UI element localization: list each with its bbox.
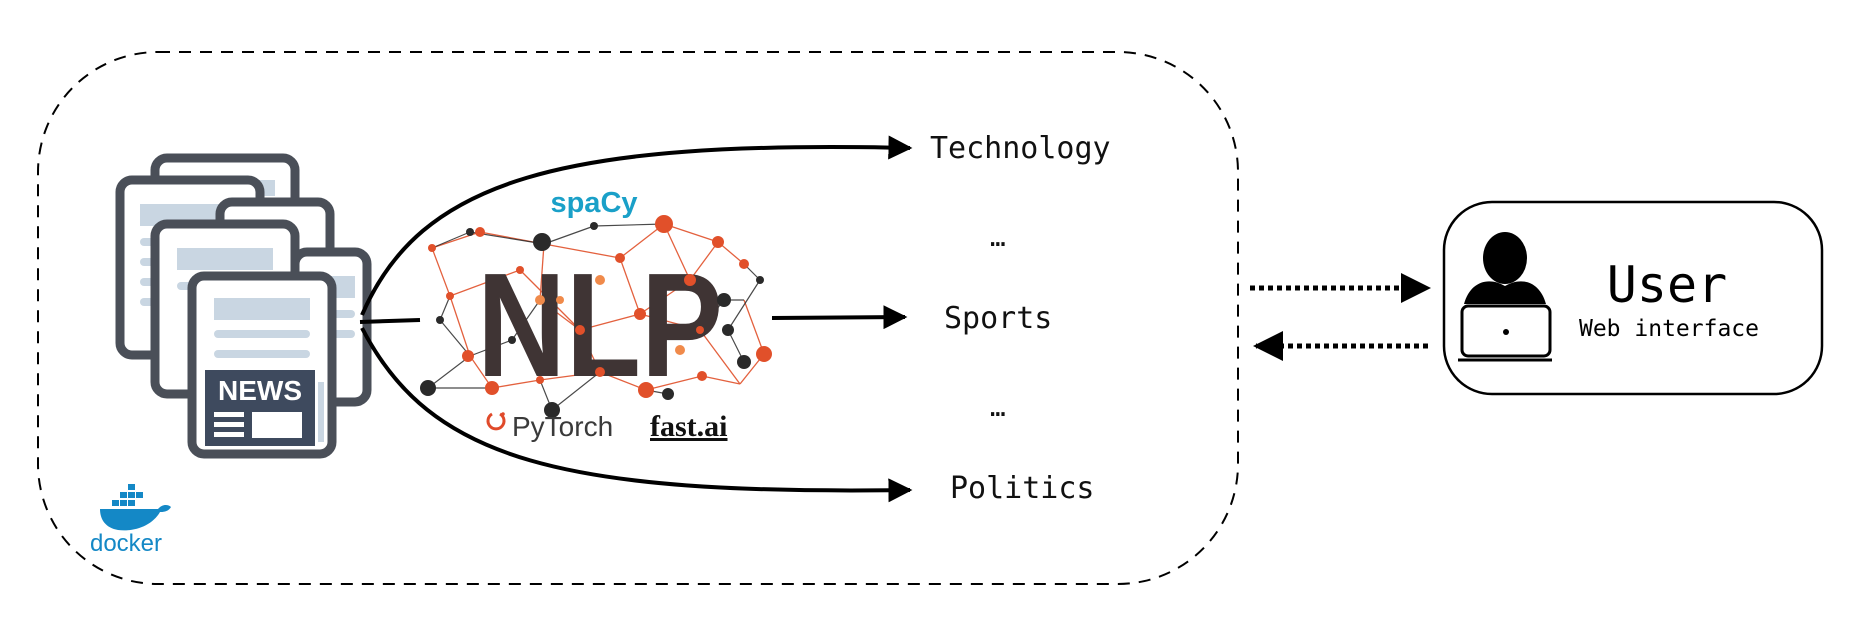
docker-whale-icon <box>100 484 171 531</box>
category-politics: Politics <box>950 471 1095 506</box>
category-ellipsis-lower: … <box>990 393 1006 423</box>
pytorch-flame-icon <box>486 412 506 431</box>
pytorch-logo: PyTorch <box>486 411 613 442</box>
user-laptop-icon <box>1458 232 1552 362</box>
politics-arrow <box>360 327 913 503</box>
technology-arrow <box>360 135 913 316</box>
news-label: NEWS <box>218 375 302 406</box>
spacy-logo: spaCy <box>550 187 637 219</box>
sports-arrow <box>771 305 908 330</box>
pytorch-label: PyTorch <box>512 411 613 442</box>
user-subtitle: Web interface <box>1579 316 1759 342</box>
docker-label: docker <box>90 530 162 557</box>
category-technology: Technology <box>930 131 1111 166</box>
user-title: User <box>1607 256 1727 314</box>
nlp-network-graphic: NLP <box>420 215 772 418</box>
category-ellipsis-upper: … <box>990 223 1006 253</box>
docker-logo: docker <box>90 484 171 557</box>
news-to-nlp-connector <box>359 318 421 324</box>
fastai-logo: fast.ai <box>650 410 728 443</box>
docker-container-boundary <box>37 51 1239 585</box>
news-documents-icon: NEWS <box>115 153 372 459</box>
nlp-title: NLP <box>477 243 723 408</box>
category-sports: Sports <box>944 301 1052 336</box>
